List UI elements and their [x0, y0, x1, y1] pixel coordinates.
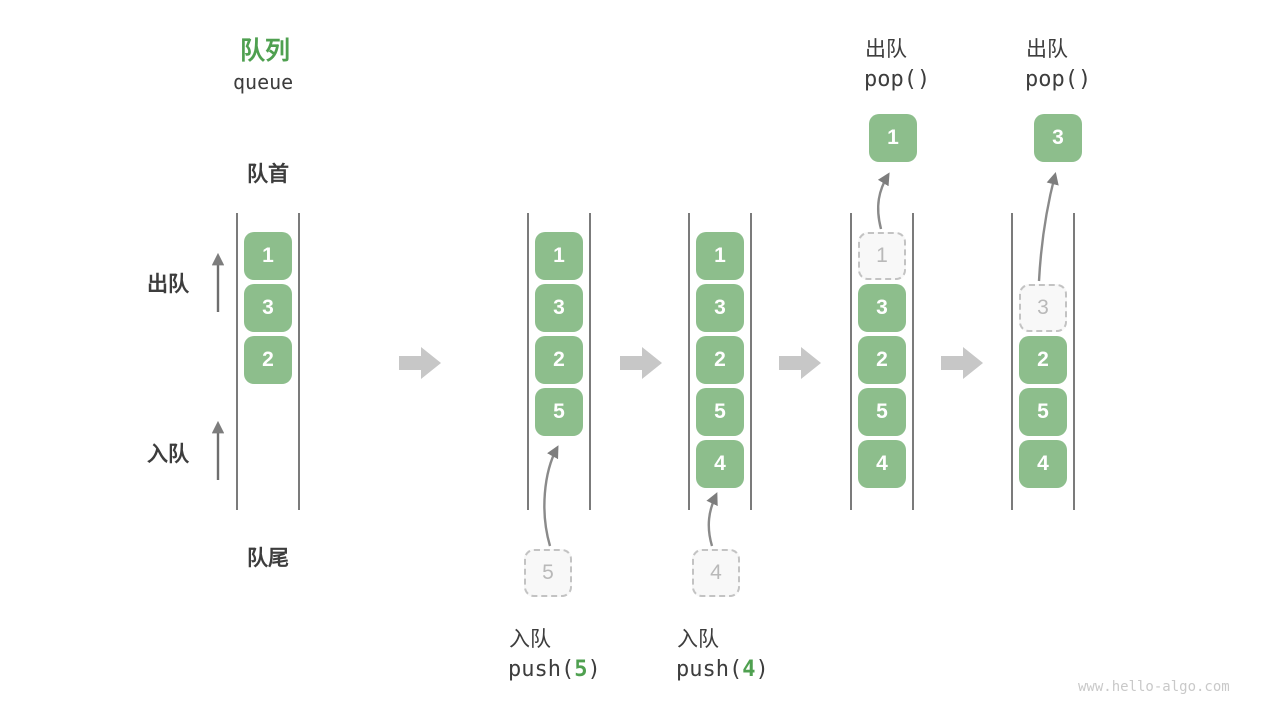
queue3-box: 4 [696, 440, 744, 488]
diagram-title-zh: 队列 [240, 37, 291, 65]
queue1-box: 2 [244, 336, 292, 384]
queue2-box: 3 [535, 284, 583, 332]
watermark: www.hello-algo.com [1078, 679, 1230, 695]
push4-fn: push( [676, 657, 743, 682]
queue2-box: 2 [535, 336, 583, 384]
queue3-box: 2 [696, 336, 744, 384]
queue1-box: 3 [244, 284, 292, 332]
push5-label-zh: 入队 [509, 628, 551, 651]
queue2-box: 1 [535, 232, 583, 280]
queue5-ghost-box: 3 [1019, 284, 1067, 332]
push4-close: ) [755, 657, 769, 682]
diagram-title-en: queue [233, 70, 294, 94]
push5-arrow [543, 445, 559, 547]
queue2-pending-box: 5 [524, 549, 572, 597]
queue5-box: 4 [1019, 440, 1067, 488]
push4-arrow [706, 492, 718, 547]
queue4-box: 3 [858, 284, 906, 332]
enqueue-side-label: 入队 [147, 443, 189, 466]
pop1-label-zh: 出队 [865, 38, 907, 61]
queue4-box: 2 [858, 336, 906, 384]
push4-arg: 4 [742, 657, 756, 682]
push5-fn: push( [508, 657, 575, 682]
push4-code: push(4) [676, 657, 769, 682]
queue4-popped-box: 1 [869, 114, 917, 162]
queue4-ghost-box: 1 [858, 232, 906, 280]
push5-code: push(5) [508, 657, 601, 682]
push5-close: ) [587, 657, 601, 682]
pop1-arrow [877, 172, 890, 230]
push5-arg: 5 [574, 657, 588, 682]
step-arrow-icon-1 [399, 347, 441, 379]
queue2-box: 5 [535, 388, 583, 436]
step-arrow-icon-4 [941, 347, 983, 379]
queue-front-label: 队首 [247, 163, 289, 186]
queue3-box: 5 [696, 388, 744, 436]
queue4-box: 4 [858, 440, 906, 488]
dequeue-side-label: 出队 [147, 273, 189, 296]
queue5-box: 5 [1019, 388, 1067, 436]
queue3-box: 3 [696, 284, 744, 332]
queue-rear-label: 队尾 [247, 547, 289, 570]
pop2-code: pop() [1025, 67, 1092, 92]
step-arrow-icon-2 [620, 347, 662, 379]
pop3-arrow [1037, 171, 1059, 282]
queue5-popped-box: 3 [1034, 114, 1082, 162]
pop1-code: pop() [864, 67, 931, 92]
queue5-box: 2 [1019, 336, 1067, 384]
pop2-label-zh: 出队 [1026, 38, 1068, 61]
queue3-box: 1 [696, 232, 744, 280]
push4-label-zh: 入队 [677, 628, 719, 651]
queue3-pending-box: 4 [692, 549, 740, 597]
queue4-box: 5 [858, 388, 906, 436]
queue1-box: 1 [244, 232, 292, 280]
step-arrow-icon-3 [779, 347, 821, 379]
